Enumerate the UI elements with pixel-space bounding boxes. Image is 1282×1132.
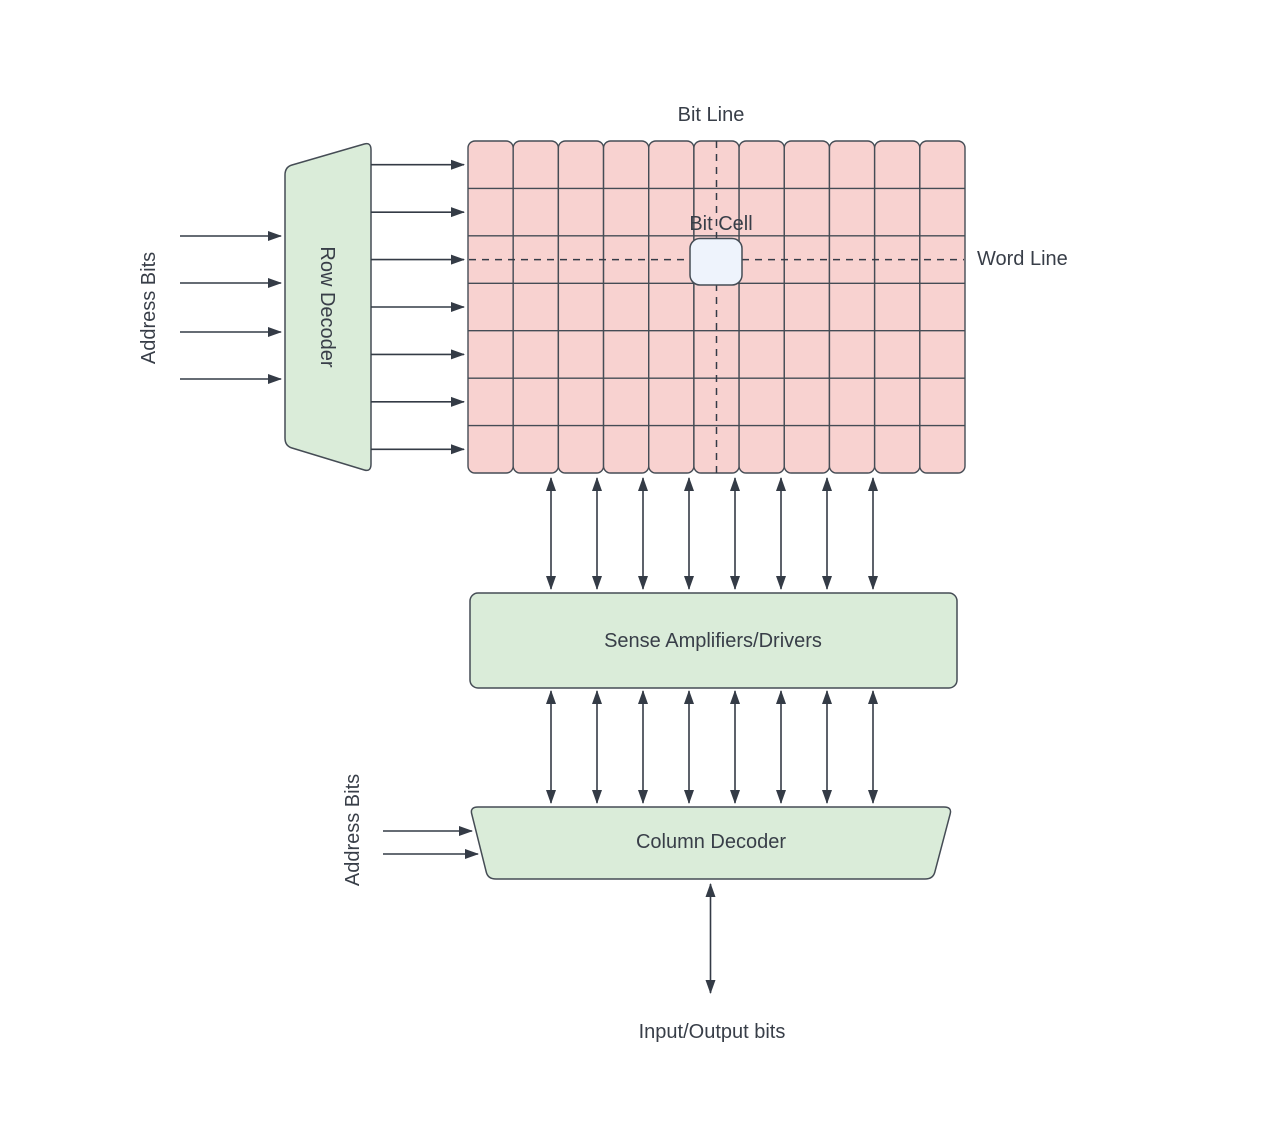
sense-amplifiers-label: Sense Amplifiers/Drivers — [604, 630, 822, 652]
column-address-arrows — [383, 826, 479, 859]
sense-amplifiers-block — [469, 592, 958, 689]
row-decoder-label: Row Decoder — [316, 246, 338, 368]
sense-to-column-decoder-bus — [546, 690, 878, 804]
bit-cell-label: Bit Cell — [689, 213, 752, 235]
row-decoder-block — [284, 142, 372, 472]
memory-column — [557, 140, 605, 474]
memory-column — [512, 140, 560, 474]
column-decoder-label: Column Decoder — [636, 831, 786, 853]
memory-column — [467, 140, 514, 474]
row-address-arrows — [180, 231, 282, 384]
memory-column — [873, 140, 921, 474]
word-line-label: Word Line — [977, 248, 1068, 270]
column-decoder-block — [470, 806, 952, 880]
memory-column — [783, 140, 831, 474]
column-address-bits-label: Address Bits — [342, 774, 364, 886]
array-to-sense-bus — [546, 477, 878, 590]
memory-column — [648, 140, 695, 474]
bit-line-label: Bit Line — [678, 104, 745, 126]
memory-column — [602, 140, 650, 474]
row-address-bits-label: Address Bits — [138, 252, 160, 364]
bit-cell-highlight — [689, 237, 743, 286]
memory-array — [467, 140, 966, 474]
memory-column — [828, 140, 876, 474]
row-select-arrows — [371, 159, 465, 455]
memory-column — [693, 140, 740, 474]
memory-column — [738, 140, 785, 474]
memory-column — [919, 140, 966, 474]
io-bits-label: Input/Output bits — [639, 1021, 786, 1043]
